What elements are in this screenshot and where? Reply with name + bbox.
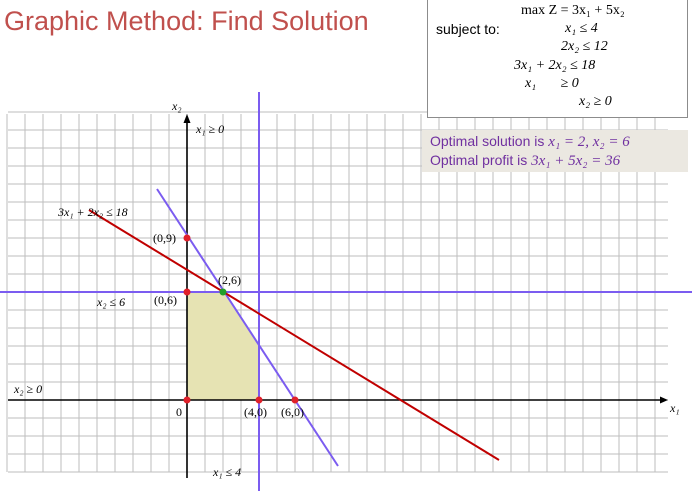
point-marker-0-0 xyxy=(183,396,191,404)
optimal-solution-values: x₁ = 2, x₂ = 6 xyxy=(548,134,630,150)
label-x1-nonneg: x₁ ≥ 0 xyxy=(195,122,224,136)
x2-axis-arrow xyxy=(183,114,191,123)
label-x1-le-4: x₁ ≤ 4 xyxy=(212,465,241,479)
objective-function: max Z = 3x₁ + 5x₂ xyxy=(521,3,625,18)
point-marker-4-0 xyxy=(255,396,263,404)
point-label-0-6: (0,6) xyxy=(154,293,177,307)
optimal-solution-prefix: Optimal solution is xyxy=(430,133,549,149)
y-axis-label: x₂ xyxy=(171,99,182,113)
optimal-profit-text: Optimal profit is 3x₁ + 5x₂ = 36 xyxy=(430,152,620,170)
x-axis-label: x₁ xyxy=(669,401,680,415)
point-marker-6-0 xyxy=(291,396,299,404)
point-marker-0-9 xyxy=(183,234,191,242)
objective-line xyxy=(88,209,500,461)
point-label-origin: 0 xyxy=(176,405,182,419)
constraint-2: 2x₂ ≤ 12 xyxy=(561,39,608,54)
point-marker-0-6 xyxy=(183,288,191,296)
optimal-profit-prefix: Optimal profit is xyxy=(430,152,532,168)
point-label-6-0: (6,0) xyxy=(281,405,304,419)
optimal-result-box: Optimal solution is x₁ = 2, x₂ = 6 Optim… xyxy=(422,130,688,172)
point-marker-2-6 xyxy=(219,288,227,296)
x1-axis-arrow xyxy=(660,396,668,404)
optimal-profit-value: 3x₁ + 5x₂ = 36 xyxy=(531,153,621,169)
constraint-4: x₁ ≥ 0 xyxy=(525,76,579,91)
label-x2-nonneg: x₂ ≥ 0 xyxy=(13,382,42,396)
point-label-0-9: (0,9) xyxy=(153,231,176,245)
constraint-1: x₁ ≤ 4 xyxy=(565,21,598,36)
point-label-4-0: (4,0) xyxy=(244,405,267,419)
optimal-solution-text: Optimal solution is x₁ = 2, x₂ = 6 xyxy=(430,133,630,151)
constraint-5: x₂ ≥ 0 xyxy=(579,94,612,109)
label-3x1-plus-2x2: 3x₁ + 2x₂ ≤ 18 xyxy=(57,205,128,219)
point-label-2-6: (2,6) xyxy=(218,273,241,287)
page-title: Graphic Method: Find Solution xyxy=(4,6,369,36)
subject-to-label: subject to: xyxy=(436,21,500,37)
constraint-3: 3x₁ + 2x₂ ≤ 18 xyxy=(514,58,596,73)
lp-model-box: max Z = 3x₁ + 5x₂ subject to: x₁ ≤ 4 2x₂… xyxy=(427,0,688,118)
label-x2-le-6: x₂ ≤ 6 xyxy=(96,295,125,309)
